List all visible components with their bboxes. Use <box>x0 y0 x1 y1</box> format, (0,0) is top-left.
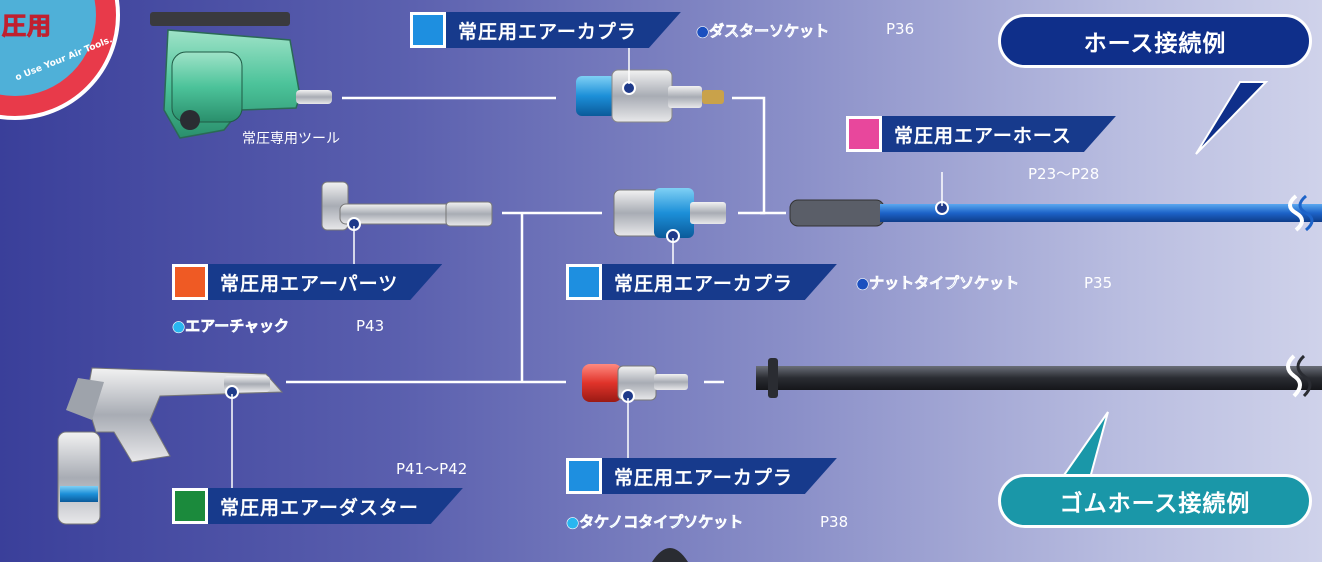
pneumatic-tool-caption: 常圧専用ツール <box>242 131 340 147</box>
page-ref-air-hose: P23〜P28 <box>1028 165 1100 183</box>
label-text: 常圧用エアーカプラ <box>458 20 637 43</box>
label-swatch <box>846 116 882 152</box>
rubber-hose-example-bubble: ゴムホース接続例 <box>998 474 1312 528</box>
badge-title: 圧用 <box>2 12 52 41</box>
page-ref-air-duster: P41〜P42 <box>396 460 468 478</box>
label-coupler-bamboo: 常圧用エアーカプラ <box>566 458 837 494</box>
label-swatch <box>172 264 208 300</box>
air-duster-image <box>57 367 284 525</box>
page-ref-duster-socket: P36 <box>886 20 915 38</box>
label-text: 常圧用エアーカプラ <box>614 466 793 489</box>
label-text: 常圧用エアーダスター <box>220 496 419 519</box>
label-coupler-nut: 常圧用エアーカプラ <box>566 264 837 300</box>
duster-socket-image <box>576 69 724 123</box>
air-hose-image <box>789 194 1322 232</box>
label-air-hose: 常圧用エアーホース <box>846 116 1116 152</box>
bullet-duster-socket: ●ダスターソケット <box>696 22 830 41</box>
hose-bubble-tail <box>1195 81 1269 155</box>
bullet-nut-socket: ●ナットタイプソケット <box>856 274 1020 293</box>
air-chuck-image <box>321 181 493 231</box>
label-coupler-duster: 常圧用エアーカプラ <box>410 12 681 48</box>
nut-socket-image <box>613 188 726 243</box>
label-air-parts: 常圧用エアーパーツ <box>172 264 442 300</box>
label-air-duster: 常圧用エアーダスター <box>172 488 463 524</box>
hose-example-bubble: ホース接続例 <box>998 14 1312 68</box>
rubber-hose-bubble-tail <box>1060 411 1109 479</box>
page-ref-air-chuck: P43 <box>356 317 385 335</box>
page-ref-nut-socket: P35 <box>1084 274 1113 292</box>
label-text: 常圧用エアーホース <box>894 124 1072 147</box>
label-swatch <box>566 264 602 300</box>
label-text: 常圧用エアーパーツ <box>220 272 399 295</box>
callout-lines <box>231 48 943 496</box>
page-ref-bamboo-socket: P38 <box>820 513 849 531</box>
label-text: 常圧用エアーカプラ <box>614 272 793 295</box>
rubber-hose-image <box>756 354 1322 398</box>
label-swatch <box>410 12 446 48</box>
label-swatch <box>566 458 602 494</box>
label-swatch <box>172 488 208 524</box>
pneumatic-tool-image <box>150 12 332 139</box>
partial-product-bottom <box>652 548 688 562</box>
bullet-air-chuck: ●エアーチャック <box>172 317 290 336</box>
bamboo-socket-image <box>582 364 688 403</box>
bullet-bamboo-socket: ●タケノコタイプソケット <box>566 513 744 532</box>
connector-lines <box>286 96 786 384</box>
